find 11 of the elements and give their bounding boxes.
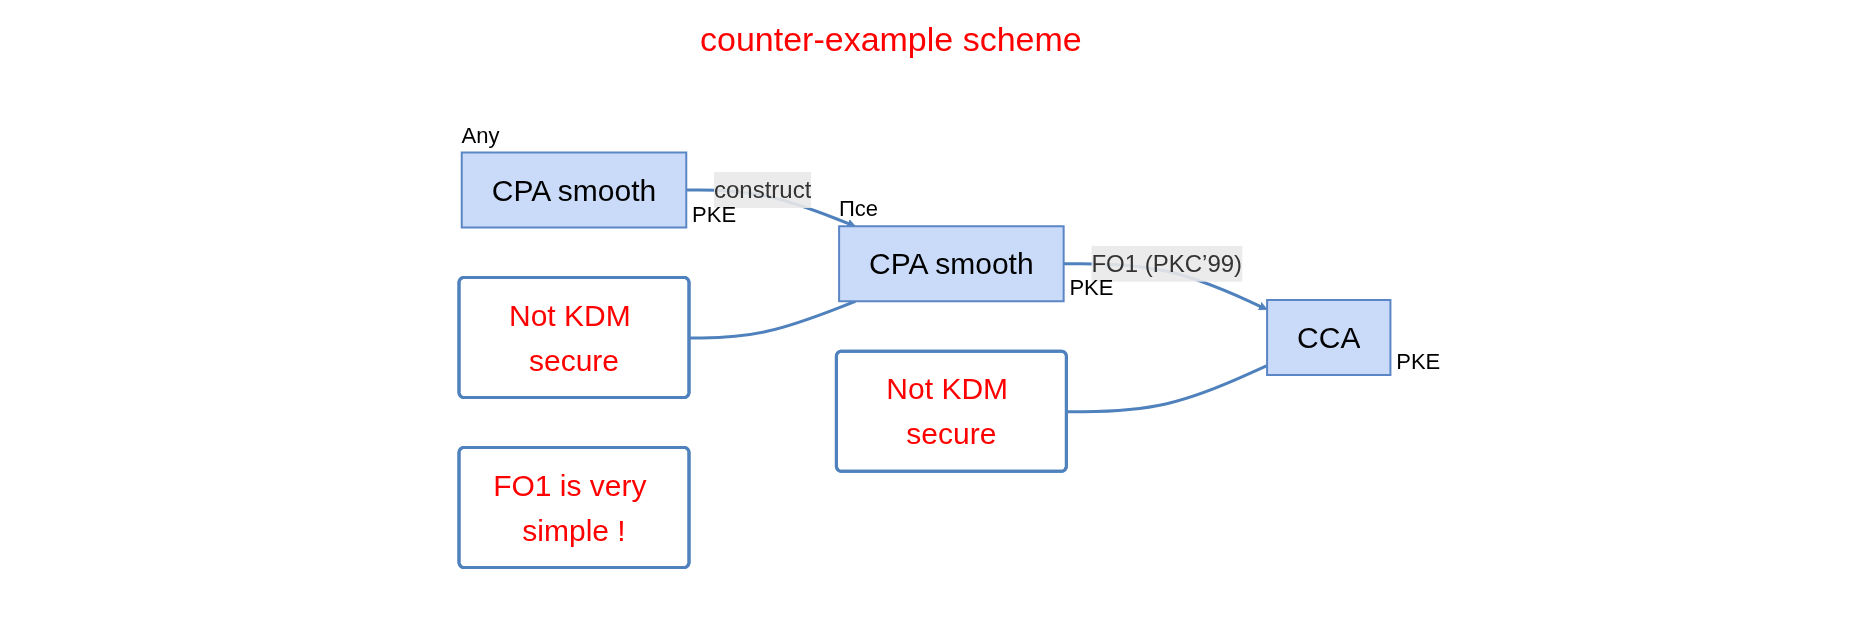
node-caption: PKE (1069, 275, 1114, 302)
node-caption: PKE (692, 201, 737, 228)
node-box: CPA smooth (837, 225, 1065, 303)
node-caption: Any (461, 122, 500, 149)
node-box: CPA smooth (460, 151, 688, 229)
node-box: CCA (1265, 299, 1392, 376)
note-text: counter-example scheme (700, 20, 1082, 59)
edge-label: FO1 (PKC’99) (1091, 249, 1242, 277)
edge-label: construct (713, 176, 812, 203)
node-caption: Πce (838, 196, 878, 223)
node-caption: PKE (1396, 349, 1441, 375)
